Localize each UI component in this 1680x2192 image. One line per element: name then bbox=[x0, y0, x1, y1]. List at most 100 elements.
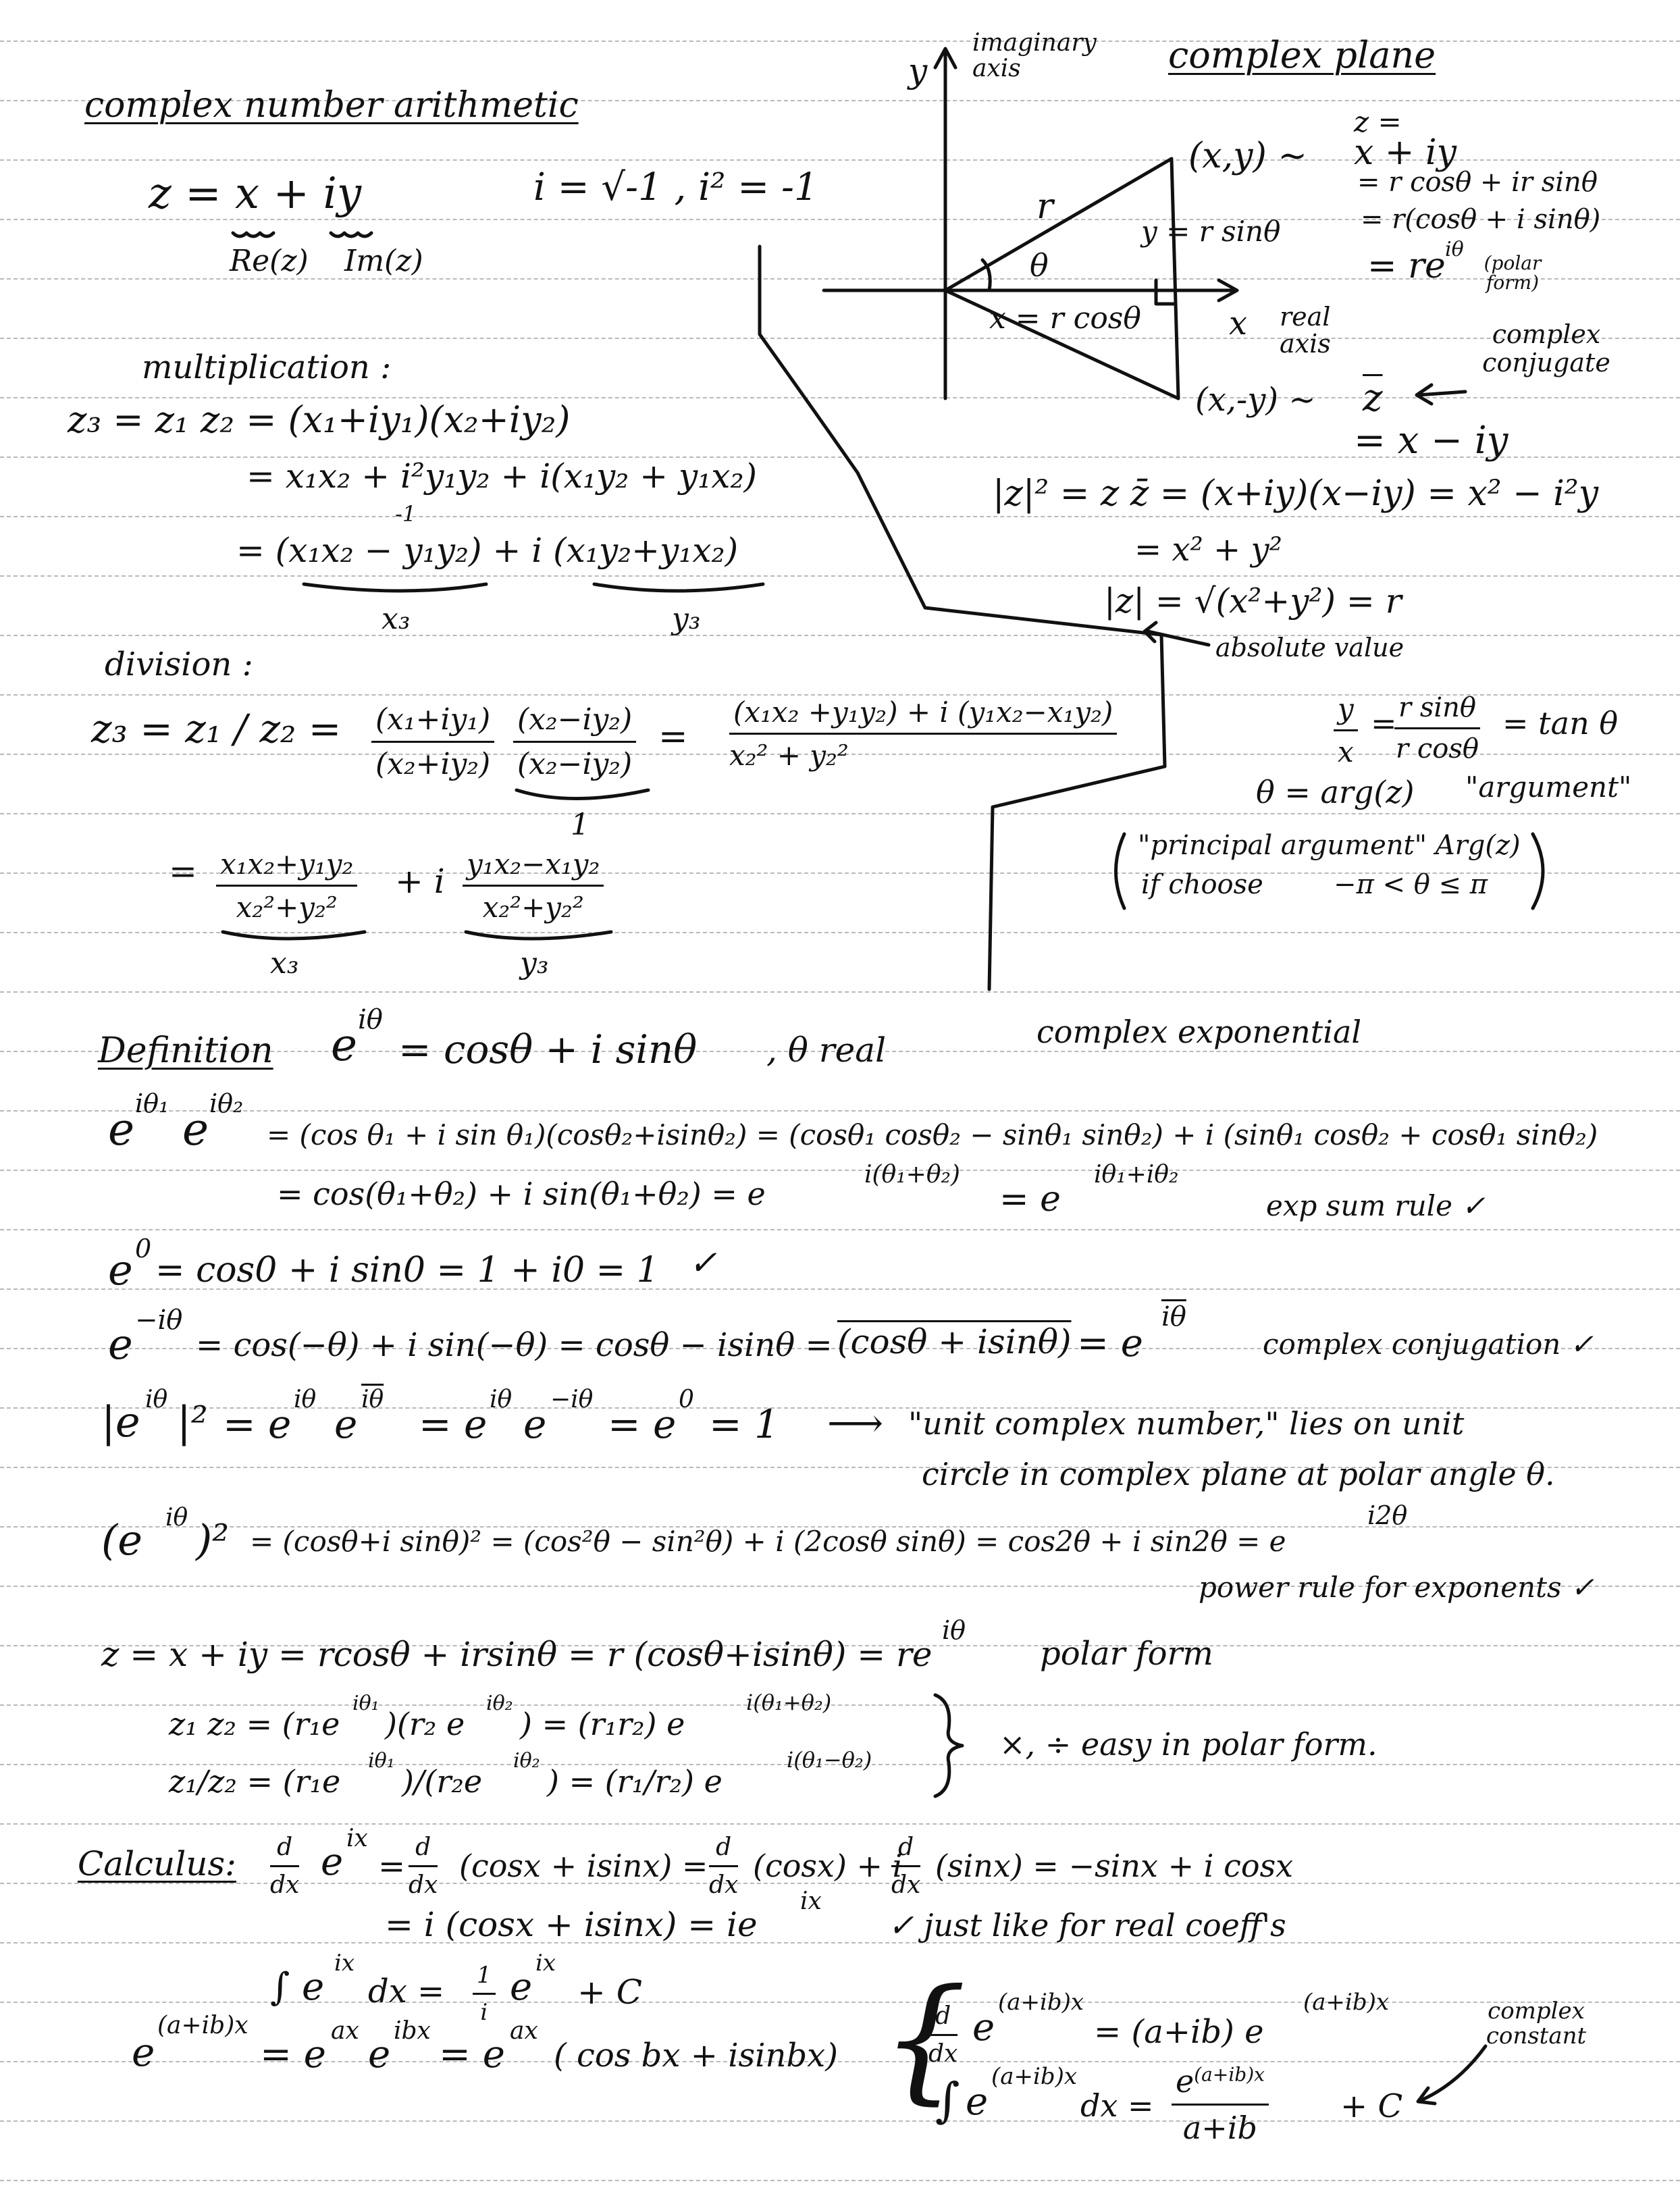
neg-line: = cos(−θ) + i sin(−θ) = cosθ − isinθ = bbox=[196, 1326, 833, 1364]
conj-arrowhead bbox=[1415, 383, 1434, 406]
ruled-line bbox=[0, 2120, 1680, 2122]
ri-frac: e(a+ib)x a+ib bbox=[1172, 2063, 1269, 2146]
ri-frac-e: e bbox=[1176, 2063, 1195, 2099]
div2-frac-1: x₁x₂+y₁y₂ x₂²+y₂² bbox=[216, 847, 358, 924]
z-definition: z = x + iy bbox=[149, 169, 362, 219]
const-arrow bbox=[1419, 2044, 1488, 2102]
div-frac-1-num: (x₁+iy₁) bbox=[371, 702, 495, 743]
abs-line-3: |z| = √(x²+y²) = r bbox=[1104, 581, 1402, 621]
const-arrowhead bbox=[1416, 2086, 1437, 2106]
calc-l1-e: e bbox=[321, 1840, 344, 1884]
prod-e1: e bbox=[108, 1103, 135, 1155]
principal-paren-left bbox=[1114, 832, 1126, 910]
rd-e-exp: (a+ib)x bbox=[998, 1989, 1084, 2016]
calc-l1-e-rest: (sinx) = −sinx + i cosx bbox=[935, 1848, 1294, 1884]
z-eq-line-1: x + iy bbox=[1354, 132, 1456, 173]
abx-eq-2-exp: ax bbox=[510, 2017, 538, 2045]
calc-int: ∫ e bbox=[270, 1965, 325, 2009]
div-rhs-frac: (x₁x₂ +y₁y₂) + i (y₁x₂−x₁y₂) x₂² + y₂² bbox=[729, 696, 1118, 772]
tan-rhs: = tan θ bbox=[1502, 705, 1619, 741]
calc-l1-e-exp: ix bbox=[346, 1825, 368, 1852]
zero-line: = cos0 + i sin0 = 1 + i0 = 1 bbox=[155, 1250, 659, 1290]
calc-l2: = i (cosx + isinx) = ie bbox=[385, 1905, 758, 1944]
calc-ddx-2-dx: dx bbox=[409, 1871, 438, 1899]
prod-line-2-exp: i(θ₁+θ₂) bbox=[864, 1161, 960, 1189]
neg-e: e bbox=[108, 1320, 133, 1369]
ruled-line bbox=[0, 397, 1680, 398]
ruled-line bbox=[0, 2061, 1680, 2062]
mult-underbrace-1 bbox=[302, 582, 488, 593]
def-eq: = cosθ + i sinθ bbox=[398, 1026, 698, 1072]
theta-label: θ bbox=[1030, 247, 1049, 284]
unit-eq-1: = e bbox=[223, 1401, 292, 1447]
ruled-line bbox=[0, 2180, 1680, 2181]
div2-frac-1-num: x₁x₂+y₁y₂ bbox=[216, 847, 358, 887]
unit-ebar: e bbox=[334, 1401, 358, 1447]
calc-int-frac: 1 i bbox=[473, 1962, 496, 2026]
ruled-line bbox=[0, 1407, 1680, 1409]
div-polar-exp-1: iθ₁ bbox=[368, 1749, 395, 1773]
calc-l2-exp: ix bbox=[800, 1887, 822, 1915]
prod-line-1: = (cos θ₁ + i sin θ₁)(cosθ₂+isinθ₂) = (c… bbox=[267, 1118, 1598, 1151]
easy-polar-note: ×, ÷ easy in polar form. bbox=[999, 1726, 1377, 1763]
calc-int-frac-den: i bbox=[480, 1999, 488, 2026]
right-angle-mark bbox=[1154, 278, 1177, 306]
calc-int-frac-num: 1 bbox=[473, 1962, 496, 1995]
div-underbrace bbox=[515, 788, 650, 800]
div-rhs-num: (x₁x₂ +y₁y₂) + i (y₁x₂−x₁y₂) bbox=[729, 696, 1118, 735]
calc-ddx-1: d dx bbox=[270, 1833, 300, 1899]
ruled-line bbox=[0, 754, 1680, 755]
mul-polar-a: z₁ z₂ = (r₁e bbox=[169, 1706, 340, 1742]
mult-line-3: = (x₁x₂ − y₁y₂) + i (x₁y₂+y₁x₂) bbox=[236, 531, 739, 570]
rd-eq: = (a+ib) e bbox=[1094, 2013, 1264, 2051]
ruled-line bbox=[0, 635, 1680, 636]
mul-polar-exp-1: iθ₁ bbox=[352, 1692, 379, 1715]
ruled-line bbox=[0, 694, 1680, 696]
polar-form-label: (polar form) bbox=[1484, 252, 1542, 294]
prod-e2-exp: iθ₂ bbox=[209, 1089, 244, 1118]
principal-arg: "principal argument" Arg(z) bbox=[1138, 830, 1521, 861]
unit-eq-2: = e bbox=[419, 1401, 488, 1447]
zbar-label: z bbox=[1363, 376, 1383, 420]
z-eq-line-2: = r cosθ + ir sinθ bbox=[1357, 167, 1598, 198]
ruled-line bbox=[0, 1883, 1680, 1884]
calc-ddx-1-d: d bbox=[270, 1833, 300, 1867]
div2-frac-1-den: x₂²+y₂² bbox=[236, 891, 338, 924]
abx-trig: ( cos bx + isinbx) bbox=[554, 2037, 838, 2074]
if-choose: if choose bbox=[1141, 869, 1263, 900]
sq-line: = (cosθ+i sinθ)² = (cos²θ − sin²θ) + i (… bbox=[250, 1525, 1286, 1558]
zero-e-exp: 0 bbox=[135, 1234, 152, 1263]
ruled-line bbox=[0, 575, 1680, 577]
abs-arrowhead bbox=[1143, 621, 1158, 644]
div-polar-exp-3: i(θ₁−θ₂) bbox=[787, 1747, 872, 1773]
div-title: division : bbox=[105, 646, 253, 683]
calc-ddx-4-dx: dx bbox=[891, 1871, 921, 1899]
div-rhs-den: x₂² + y₂² bbox=[729, 739, 849, 772]
div2-underbrace-2 bbox=[464, 930, 613, 941]
conj-vector bbox=[943, 288, 1180, 400]
def-e: e bbox=[331, 1019, 358, 1071]
tan-frac-2-num: r sinθ bbox=[1394, 692, 1480, 729]
ruled-line bbox=[0, 278, 1680, 280]
calc-ddx-4-d: d bbox=[891, 1833, 921, 1867]
div-polar-b: )/(r₂e bbox=[402, 1763, 483, 1800]
definition-label: Definition bbox=[98, 1030, 273, 1071]
tan-frac-2: r sinθ r cosθ bbox=[1394, 692, 1480, 764]
div-polar-c: ) = (r₁/r₂) e bbox=[547, 1763, 723, 1800]
div-polar-exp-2: iθ₂ bbox=[513, 1749, 540, 1773]
theta-arc bbox=[980, 258, 992, 292]
div-equals: = bbox=[658, 716, 688, 757]
polar-note: polar form bbox=[1040, 1635, 1213, 1673]
prod-line-2: = cos(θ₁+θ₂) + i sin(θ₁+θ₂) = e bbox=[277, 1176, 766, 1212]
real-axis-label: real axis bbox=[1280, 302, 1331, 359]
ruled-line bbox=[0, 1764, 1680, 1765]
right-brace: { bbox=[881, 1960, 968, 2118]
ruled-line bbox=[0, 1942, 1680, 1943]
div-frac-1: (x₁+iy₁) (x₂+iy₂) bbox=[371, 702, 495, 781]
abs-note: absolute value bbox=[1215, 633, 1405, 662]
sq-lhs-exp: iθ bbox=[165, 1504, 188, 1532]
ruled-line bbox=[0, 1823, 1680, 1825]
x3-label: x₃ bbox=[382, 602, 411, 636]
